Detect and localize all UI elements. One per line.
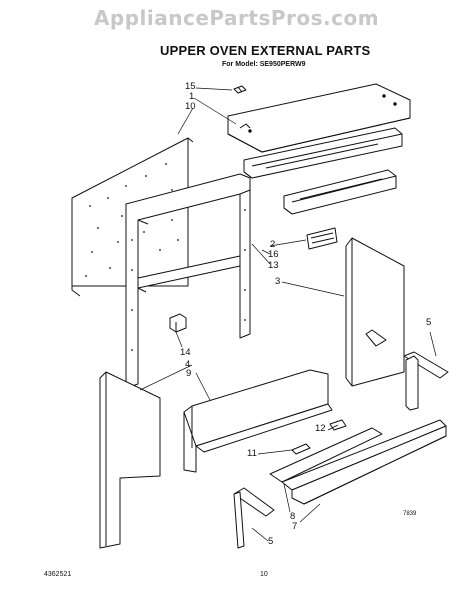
bracket-14	[170, 314, 186, 332]
callout-15: 15	[185, 81, 196, 92]
right-side-panel	[346, 238, 404, 386]
top-panel	[228, 84, 410, 152]
callout-10: 10	[185, 101, 196, 112]
callout-14: 14	[180, 347, 191, 358]
figure-code: 7839	[403, 511, 417, 517]
callout-5-bottom: 5	[268, 536, 274, 547]
callout-9: 9	[186, 368, 192, 379]
right-trim-bracket	[366, 330, 448, 410]
callout-7: 7	[292, 521, 298, 532]
lower-liner	[184, 370, 332, 472]
clip-15	[234, 86, 246, 93]
callout-12: 12	[315, 423, 326, 434]
upper-channel	[284, 170, 396, 214]
callout-13: 13	[268, 260, 279, 271]
footer-page-number: 10	[260, 571, 268, 578]
top-trim-rail	[244, 128, 402, 178]
site-watermark: AppliancePartsPros.com	[93, 6, 380, 30]
callout-3: 3	[275, 276, 281, 287]
callout-2: 2	[270, 239, 276, 250]
callout-1: 1	[189, 91, 195, 102]
leader-lines	[140, 88, 436, 541]
model-number: For Model: SE950PERW9	[222, 61, 306, 68]
callout-5-right: 5	[426, 317, 432, 328]
callout-8: 8	[290, 511, 296, 522]
lower-left-bracket	[234, 488, 274, 548]
callout-11: 11	[247, 448, 257, 459]
callout-16: 16	[268, 249, 279, 260]
diagram-title: UPPER OVEN EXTERNAL PARTS	[160, 43, 371, 58]
vent-block	[307, 228, 337, 249]
left-side-panel	[100, 372, 160, 548]
lower-trim	[270, 420, 446, 504]
footer-part-number: 4362521	[44, 571, 72, 578]
callout-4: 4	[185, 359, 191, 370]
